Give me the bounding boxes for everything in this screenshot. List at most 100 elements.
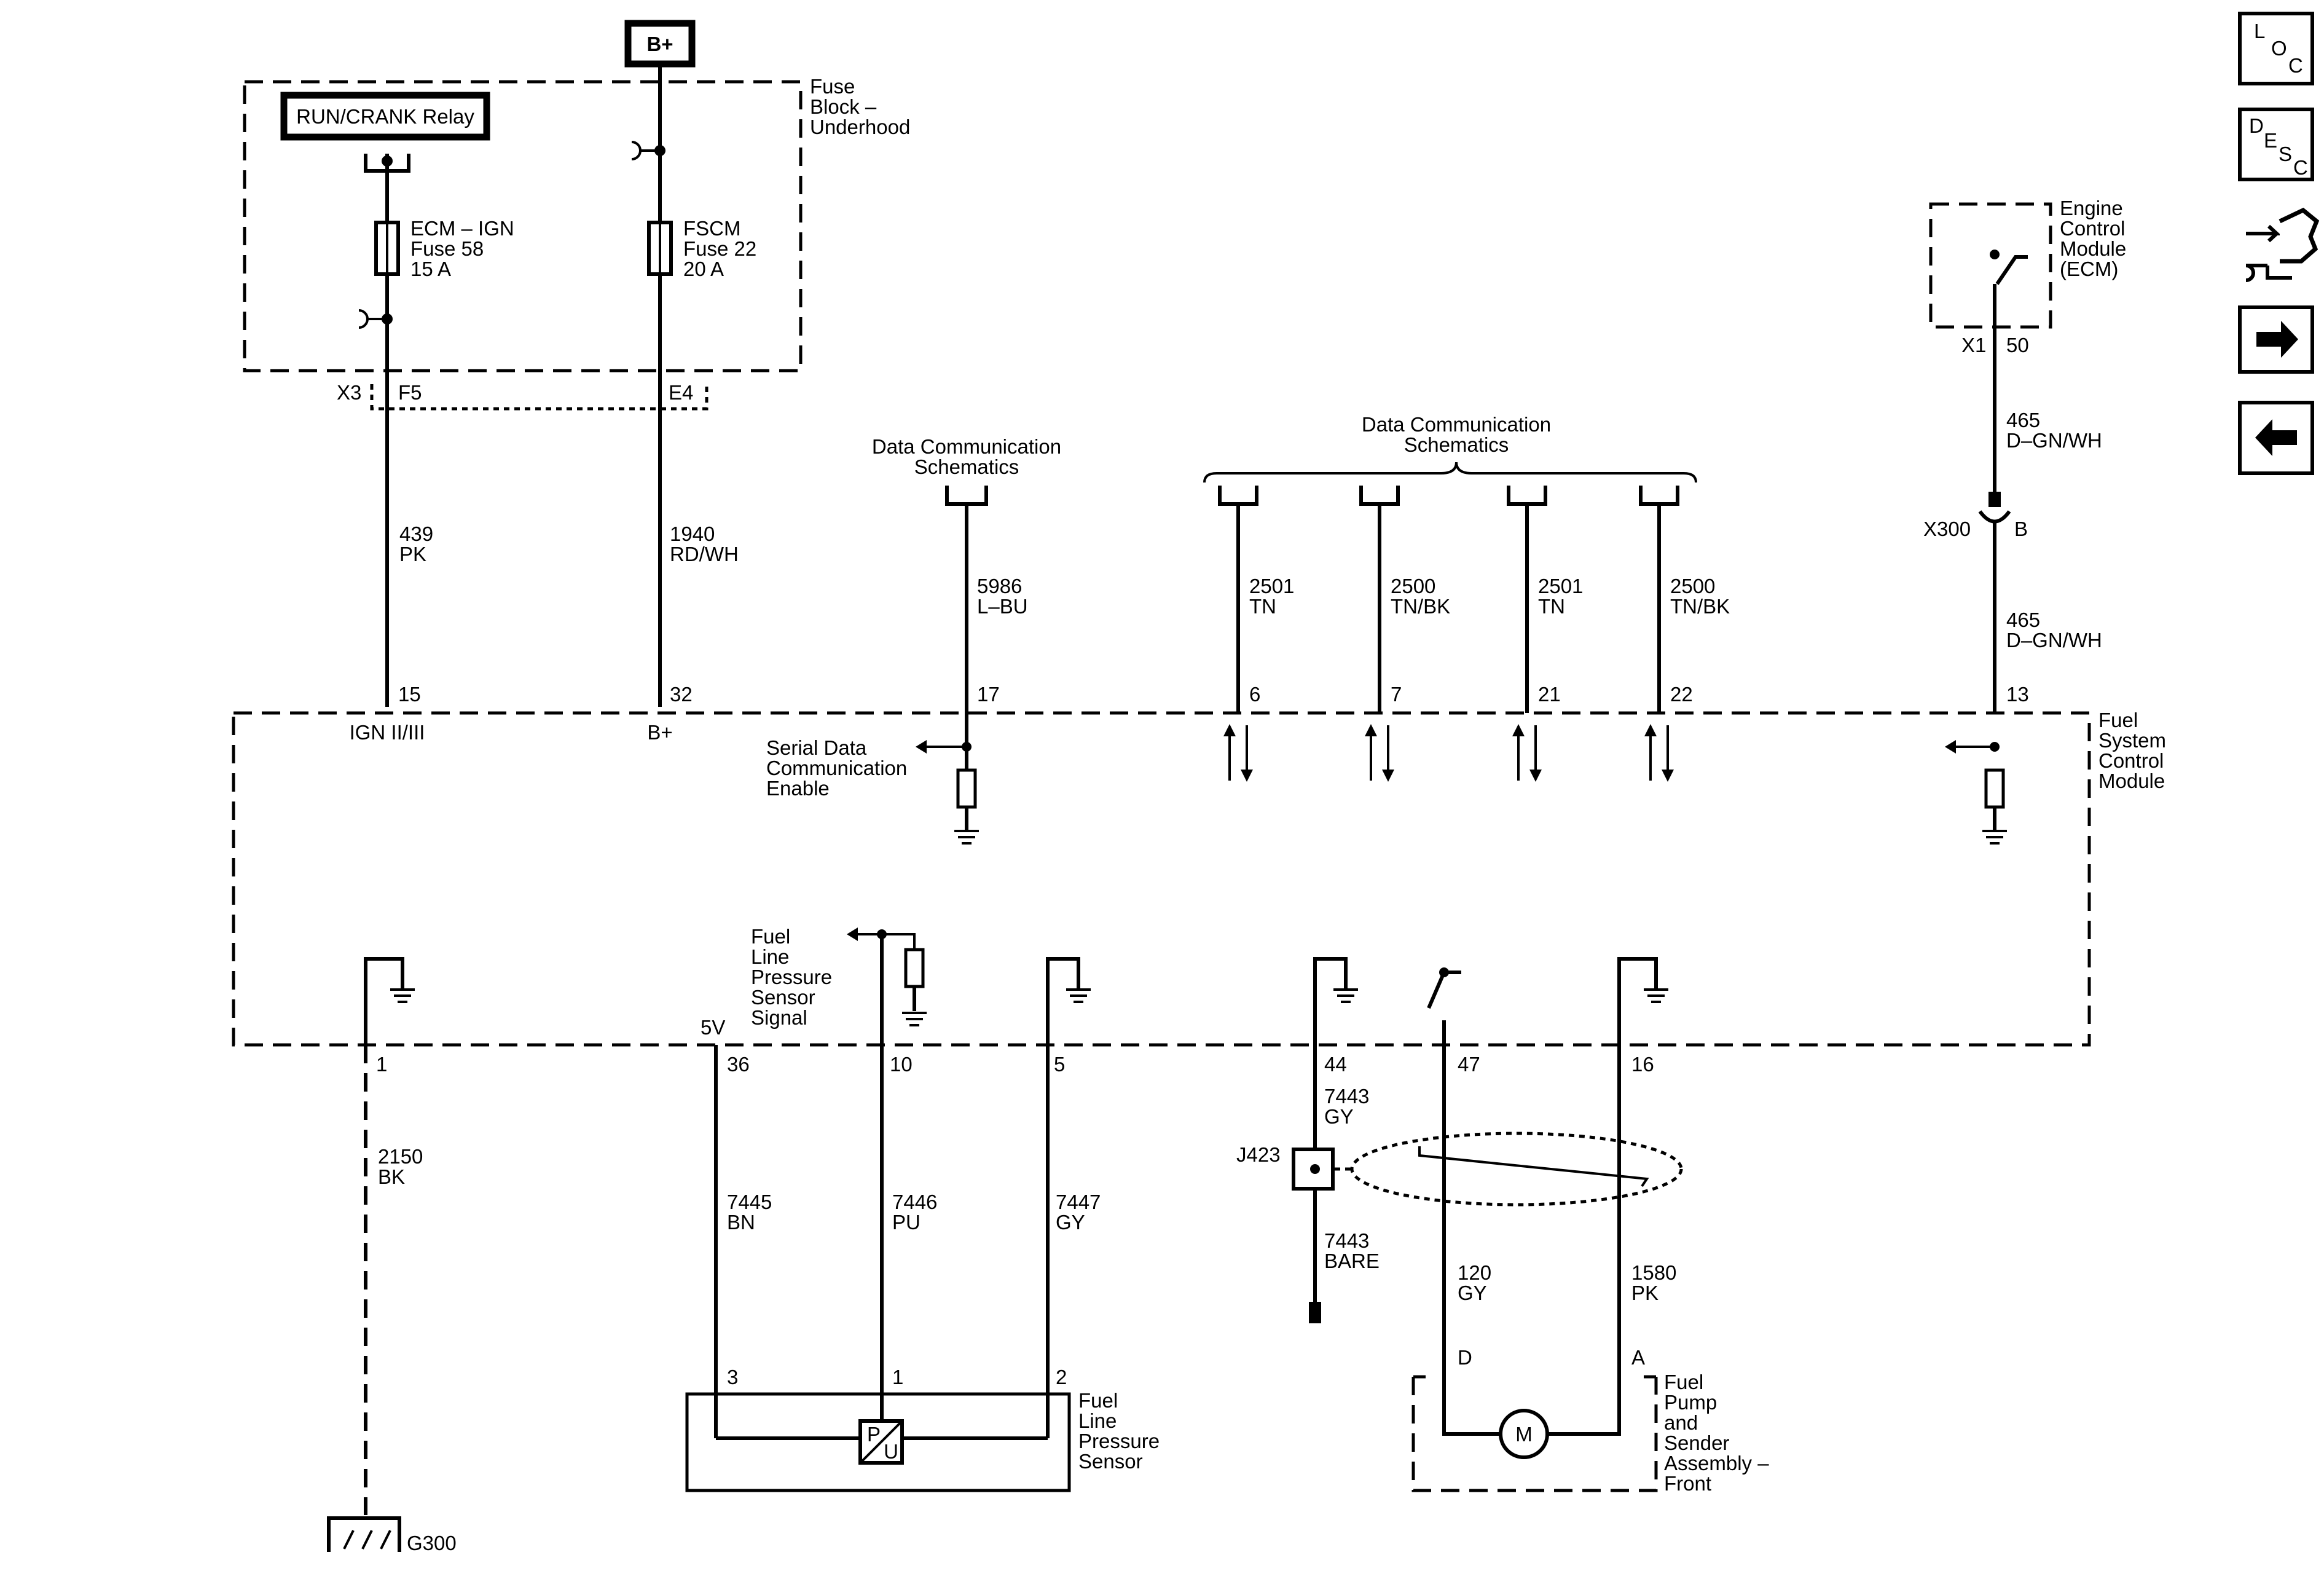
splice-j423: J423 xyxy=(1236,1143,1281,1166)
fscm-label-2: System xyxy=(2098,729,2166,752)
pin-44: 44 xyxy=(1324,1053,1347,1076)
desc-letter-e: E xyxy=(2264,129,2277,152)
serial-data-label-1: Serial Data xyxy=(766,736,867,759)
connector-x3: X3 xyxy=(337,381,361,404)
fuse-block-label-3: Underhood xyxy=(810,116,910,138)
pin-17: 17 xyxy=(977,683,1000,706)
fuel-signal-pullup-resistor-icon xyxy=(904,948,925,988)
wire-7445-color: BN xyxy=(727,1211,755,1234)
fscm-label-3: Control xyxy=(2098,749,2164,772)
sensor-label-1: Fuel xyxy=(1078,1389,1118,1412)
loc-button[interactable]: L O C xyxy=(2238,12,2314,85)
pin-16-internal-ground-icon xyxy=(1644,988,1668,1003)
ecm-label-4: (ECM) xyxy=(2060,258,2118,280)
motor-label-m: M xyxy=(1515,1423,1533,1446)
wire-2150-number: 2150 xyxy=(378,1145,423,1168)
data-comm-left-label-2: Schematics xyxy=(914,455,1019,478)
pump-label-4: Sender xyxy=(1664,1431,1729,1454)
shielded-twisted-pair-icon xyxy=(1350,1132,1683,1207)
g300-chassis-ground-icon xyxy=(327,1516,401,1552)
wire-7446-color: PU xyxy=(892,1211,921,1234)
loc-letter-c: C xyxy=(2288,54,2303,77)
wire-7445-number: 7445 xyxy=(727,1191,772,1213)
data-comm-left-label-1: Data Communication xyxy=(872,435,1061,458)
fscm-module-outline xyxy=(232,711,2091,1047)
wire-5986-number: 5986 xyxy=(977,575,1022,597)
transducer-label-p: P xyxy=(867,1423,881,1446)
pump-label-6: Front xyxy=(1664,1472,1711,1495)
transducer-label-u: U xyxy=(884,1440,898,1463)
connector-x300: X300 xyxy=(1923,518,1971,540)
pin-13: 13 xyxy=(2006,683,2029,706)
pin-21: 21 xyxy=(1538,683,1561,706)
wire-2501-a-color: TN xyxy=(1249,595,1276,618)
pin-32: 32 xyxy=(670,683,693,706)
fuse-block-label-2: Block – xyxy=(810,95,877,118)
pin-6: 6 xyxy=(1249,683,1260,706)
desc-button[interactable]: D E S C xyxy=(2238,108,2314,181)
wire-2150-color: BK xyxy=(378,1165,405,1188)
wire-1580-color: PK xyxy=(1631,1282,1659,1304)
data-comm-right-label-2: Schematics xyxy=(1404,433,1509,456)
connector-x1-pin-50: 50 xyxy=(2006,334,2029,356)
pin-16: 16 xyxy=(1631,1053,1654,1076)
sensor-label-2: Line xyxy=(1078,1409,1117,1432)
ecm-label-1: Engine xyxy=(2060,197,2123,219)
data-comm-left-bracket xyxy=(945,486,988,506)
pin-5-internal-ground-icon xyxy=(1066,988,1091,1003)
pin-44-internal-ground-icon xyxy=(1333,988,1358,1003)
pump-label-2: Pump xyxy=(1664,1391,1717,1414)
arrow-left-icon xyxy=(2255,419,2297,456)
ecm-label-3: Module xyxy=(2060,237,2126,260)
fuel-signal-label-4: Sensor xyxy=(751,986,815,1009)
fscm-fuse-label-2: Fuse 22 xyxy=(683,237,756,260)
fuse-block-label-1: Fuse xyxy=(810,75,855,98)
b-plus-source-label: B+ xyxy=(646,33,673,55)
wire-7447-number: 7447 xyxy=(1056,1191,1101,1213)
wire-465-a-color: D–GN/WH xyxy=(2006,429,2102,452)
ecm-fuse-label-2: Fuse 58 xyxy=(410,237,484,260)
data-comm-right-brackets xyxy=(1218,486,1679,506)
shield-drain-wire xyxy=(1418,1146,1649,1187)
serial-data-resistor-icon xyxy=(956,768,977,809)
run-crank-relay-label: RUN/CRANK Relay xyxy=(296,105,474,128)
data-comm-right-label-1: Data Communication xyxy=(1362,413,1551,436)
pin-13-resistor-icon xyxy=(1984,768,2005,809)
wire-2500-b-number: 2500 xyxy=(1670,575,1715,597)
wire-5986-color: L–BU xyxy=(977,595,1028,618)
pin-15: 15 xyxy=(398,683,421,706)
wire-7443 xyxy=(1313,957,1348,1318)
sensor-label-3: Pressure xyxy=(1078,1430,1160,1452)
wire-7443-b-number: 7443 xyxy=(1324,1229,1369,1252)
pin-1-ground-path xyxy=(364,957,404,1045)
sensor-label-4: Sensor xyxy=(1078,1450,1143,1473)
serial-data-ground-icon xyxy=(954,830,979,845)
wire-1940-color: RD/WH xyxy=(670,543,739,565)
connector-pin-f5: F5 xyxy=(398,381,422,404)
wire-1580 xyxy=(1617,957,1658,1432)
ecm-module-outline xyxy=(1929,202,2052,329)
ground-g300: G300 xyxy=(407,1532,457,1554)
wire-465-b-color: D–GN/WH xyxy=(2006,629,2102,652)
next-page-button[interactable] xyxy=(2238,305,2314,374)
pump-label-1: Fuel xyxy=(1664,1371,1703,1393)
wire-7443-a-color: GY xyxy=(1324,1105,1354,1128)
pin-22: 22 xyxy=(1670,683,1693,706)
loc-letter-l: L xyxy=(2254,20,2265,42)
x300-connector-socket xyxy=(1978,510,2011,524)
fuel-signal-label-5: Signal xyxy=(751,1006,807,1029)
wire-2500-a-color: TN/BK xyxy=(1391,595,1450,618)
shield-drain-terminal xyxy=(1309,1302,1321,1323)
serial-data-label-2: Communication xyxy=(766,757,907,779)
pump-pin-a: A xyxy=(1631,1346,1645,1369)
previous-page-button[interactable] xyxy=(2238,401,2314,475)
pump-pin-d: D xyxy=(1458,1346,1472,1369)
wire-7446-number: 7446 xyxy=(892,1191,937,1213)
wire-1940-number: 1940 xyxy=(670,522,715,545)
fscm-fuse-label-1: FSCM xyxy=(683,217,741,240)
loc-letter-o: O xyxy=(2271,37,2287,60)
connector-wrench-button[interactable] xyxy=(2245,207,2320,282)
fuel-pump-motor-icon xyxy=(1499,1409,1549,1459)
fuel-signal-label-3: Pressure xyxy=(751,966,832,988)
